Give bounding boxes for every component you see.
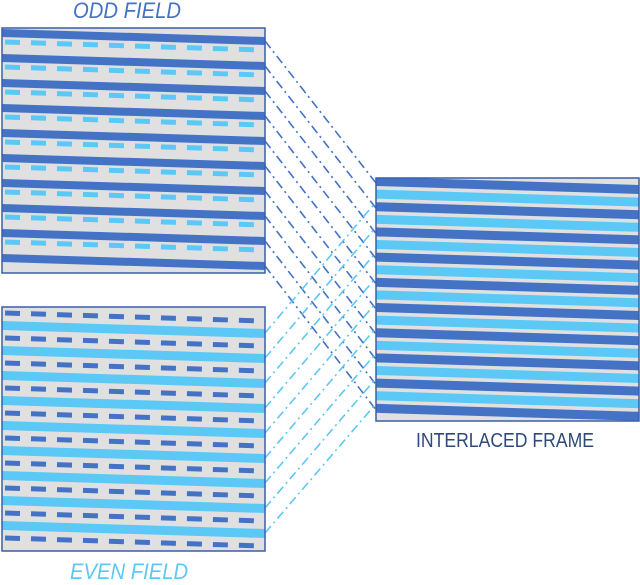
stripe — [2, 396, 265, 413]
stripe — [2, 321, 265, 338]
stripe — [2, 104, 265, 120]
stripe — [376, 240, 639, 257]
dashed-line — [4, 214, 263, 228]
stripe — [2, 446, 265, 463]
dashed-line — [4, 535, 263, 549]
dashed-line — [4, 510, 263, 524]
stripe — [376, 403, 639, 421]
stripe — [376, 378, 639, 396]
stripe — [376, 366, 639, 383]
stripe — [376, 189, 639, 207]
dashed-line — [4, 139, 263, 153]
dashed-line — [4, 485, 263, 499]
odd-connector-line — [264, 190, 377, 335]
dashed-line — [4, 189, 263, 203]
stripe — [2, 229, 265, 245]
stripe — [376, 178, 639, 194]
stripe — [376, 315, 639, 333]
even-connector-line — [264, 403, 377, 534]
stripe — [2, 521, 265, 538]
dashed-line — [4, 310, 263, 324]
stripe — [376, 277, 639, 295]
interlaced-frame-panel — [375, 177, 640, 422]
odd-connector-line — [264, 215, 377, 360]
even-connector-line — [264, 302, 377, 434]
dashed-line — [4, 335, 263, 349]
stripe — [376, 252, 639, 270]
stripe — [2, 471, 265, 488]
even-connector-line — [264, 327, 377, 459]
even-field-panel — [1, 306, 266, 552]
stripe — [2, 204, 265, 220]
stripe — [376, 303, 639, 320]
dashed-line — [4, 114, 263, 128]
odd-connector-line — [264, 90, 377, 234]
dashed-line — [4, 460, 263, 474]
stripe — [2, 346, 265, 363]
odd-connector-line — [264, 165, 377, 310]
dashed-line — [4, 410, 263, 424]
stripe — [2, 154, 265, 170]
stripe — [2, 79, 265, 95]
dashed-line — [4, 64, 263, 78]
stripe — [376, 391, 639, 409]
stripe — [2, 179, 265, 195]
dashed-line — [4, 239, 263, 253]
odd-connector-line — [264, 65, 377, 209]
stripe — [2, 496, 265, 513]
dashed-line — [4, 385, 263, 399]
odd-connector-line — [264, 40, 377, 184]
dashed-line — [4, 164, 263, 178]
stripe — [2, 129, 265, 145]
odd-field-panel — [1, 27, 266, 274]
odd-connector-line — [264, 265, 377, 411]
stripe — [2, 421, 265, 438]
interlaced-frame-title: INTERLACED FRAME — [416, 430, 594, 452]
dashed-line — [4, 89, 263, 103]
stripe — [376, 265, 639, 283]
stripe — [376, 353, 639, 371]
stripe — [376, 214, 639, 232]
stripe — [376, 328, 639, 346]
stripe — [376, 202, 639, 220]
odd-connector-line — [264, 240, 377, 386]
odd-connector-line — [264, 140, 377, 285]
even-field-title: EVEN FIELD — [70, 559, 189, 584]
stripe — [376, 340, 639, 358]
dashed-line — [4, 39, 263, 53]
even-connector-line — [264, 352, 377, 484]
dashed-line — [4, 360, 263, 374]
odd-field-title: ODD FIELD — [73, 0, 181, 23]
odd-connector-line — [264, 115, 377, 260]
stripe — [2, 254, 265, 270]
stripe — [376, 227, 639, 245]
stripe — [2, 29, 265, 45]
stripe — [2, 54, 265, 70]
connector-lines — [264, 40, 377, 534]
dashed-line — [4, 435, 263, 449]
even-connector-line — [264, 377, 377, 509]
stripe — [2, 371, 265, 388]
stripe — [376, 290, 639, 308]
